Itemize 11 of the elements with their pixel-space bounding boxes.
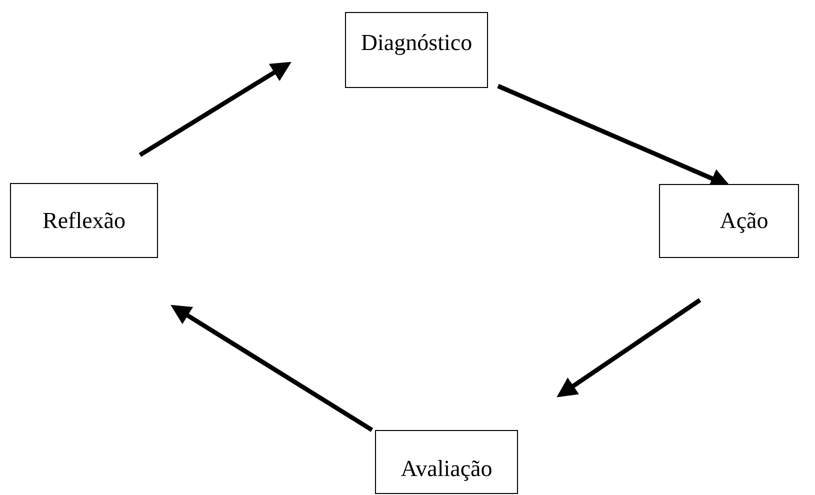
box-label: Ação	[720, 208, 768, 234]
process-box	[659, 184, 799, 258]
box-label: Diagnóstico	[360, 30, 472, 56]
process-box	[10, 183, 158, 258]
arrow	[138, 62, 292, 157]
process-box	[345, 12, 488, 88]
arrow	[170, 304, 374, 432]
box-label: Reflexão	[42, 208, 126, 234]
process-box	[375, 430, 518, 494]
box-label: Avaliação	[400, 456, 492, 482]
arrow	[556, 298, 702, 398]
